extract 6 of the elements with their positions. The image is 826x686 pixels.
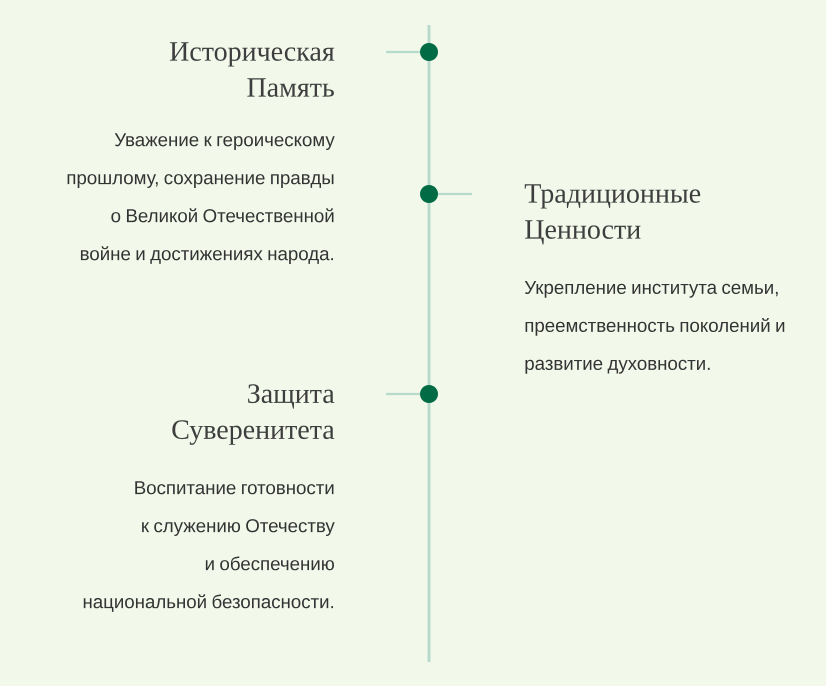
description: Уважение к героическому прошлому, сохранение правды о Великой Отечественной войне и достижениях народа.	[68, 133, 335, 264]
timeline-heading: Традиционные Ценности	[524, 184, 700, 245]
timeline-heading: Историческая Память	[170, 42, 334, 97]
description: Укрепление института семьи, преемственность поколений и развитие духовности.	[524, 280, 784, 374]
timeline-heading: Защита Суверенитета	[172, 384, 334, 445]
description: Воспитание готовности к служению Отечеству и обеспечению национальной безопасности.	[84, 481, 335, 612]
